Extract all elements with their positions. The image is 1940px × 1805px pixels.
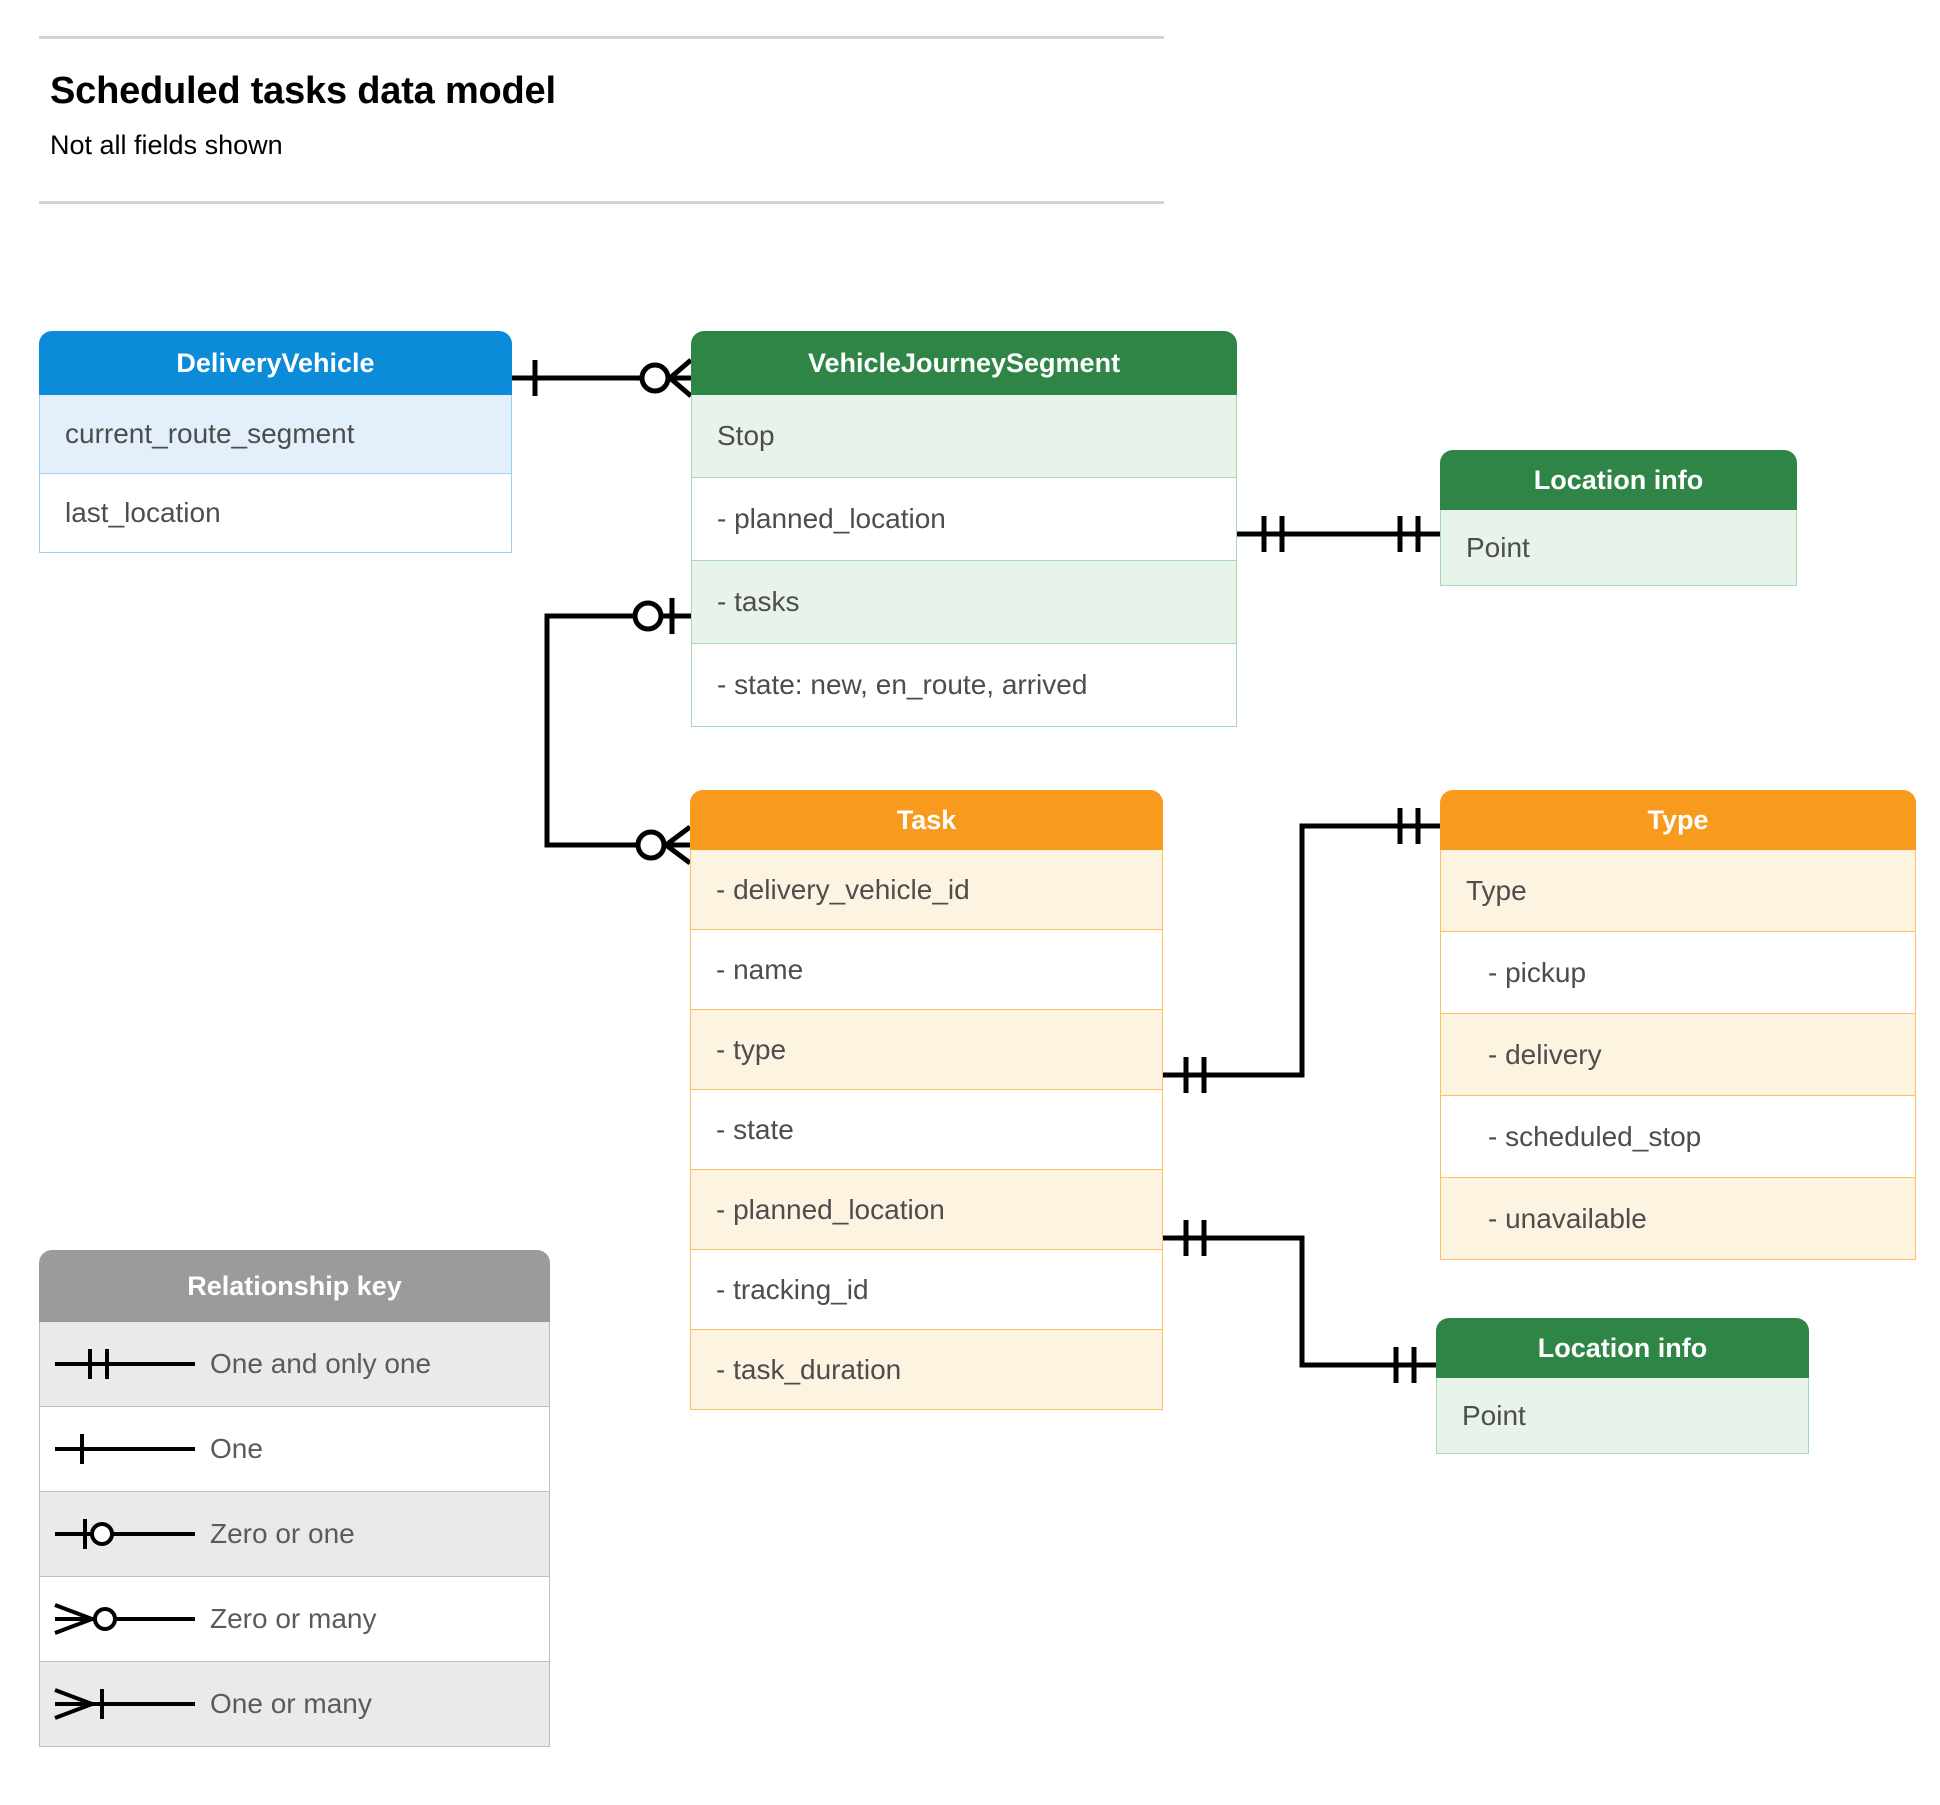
legend-item-label: One or many bbox=[210, 1688, 372, 1719]
entity-row: - state: new, en_route, arrived bbox=[691, 644, 1237, 727]
page-title: Scheduled tasks data model bbox=[50, 70, 556, 112]
legend-item-zero-or-one: Zero or one bbox=[39, 1492, 550, 1577]
legend-item-label: Zero or one bbox=[210, 1518, 355, 1549]
entity-row: - type bbox=[690, 1010, 1163, 1090]
entity-row: - unavailable bbox=[1440, 1178, 1916, 1260]
entity-row: - planned_location bbox=[690, 1170, 1163, 1250]
entity-row: Stop bbox=[691, 395, 1237, 478]
entity-title-location-info: Location info bbox=[1436, 1318, 1809, 1378]
entity-title-vehicle-journey-segment: VehicleJourneySegment bbox=[691, 331, 1237, 395]
entity-delivery-vehicle[interactable]: DeliveryVehicle current_route_segment la… bbox=[39, 331, 512, 553]
entity-row: - scheduled_stop bbox=[1440, 1096, 1916, 1178]
connector-task-plannedlocation-locationinfo bbox=[1163, 1220, 1436, 1383]
entity-location-info-bottom[interactable]: Location info Point bbox=[1436, 1318, 1809, 1454]
legend-item-zero-or-many: Zero or many bbox=[39, 1577, 550, 1662]
header-divider-top bbox=[39, 36, 1164, 39]
entity-row: - delivery_vehicle_id bbox=[690, 850, 1163, 930]
connector-task-type-type bbox=[1163, 808, 1440, 1093]
entity-title-location-info: Location info bbox=[1440, 450, 1797, 510]
one-or-many-icon bbox=[40, 1662, 210, 1746]
entity-row: - name bbox=[690, 930, 1163, 1010]
connector-deliveryvehicle-vjs bbox=[512, 358, 693, 398]
connector-vjs-tasks-task bbox=[544, 598, 692, 865]
entity-row: - planned_location bbox=[691, 478, 1237, 561]
legend-item-one-or-many: One or many bbox=[39, 1662, 550, 1747]
entity-row: - state bbox=[690, 1090, 1163, 1170]
entity-vehicle-journey-segment[interactable]: VehicleJourneySegment Stop - planned_loc… bbox=[691, 331, 1237, 727]
entity-row: Type bbox=[1440, 850, 1916, 932]
legend-title: Relationship key bbox=[39, 1250, 550, 1322]
entity-type[interactable]: Type Type - pickup - delivery - schedule… bbox=[1440, 790, 1916, 1260]
legend-relationship-key[interactable]: Relationship key One and only one bbox=[39, 1250, 550, 1747]
zero-or-one-icon bbox=[40, 1492, 210, 1576]
entity-row: last_location bbox=[39, 474, 512, 553]
entity-row: - tasks bbox=[691, 561, 1237, 644]
legend-item-label: Zero or many bbox=[210, 1603, 377, 1634]
legend-item-one-and-only-one: One and only one bbox=[39, 1322, 550, 1407]
entity-location-info-top[interactable]: Location info Point bbox=[1440, 450, 1797, 586]
entity-row: - delivery bbox=[1440, 1014, 1916, 1096]
entity-row: - tracking_id bbox=[690, 1250, 1163, 1330]
connector-vjs-plannedlocation-locationinfo bbox=[1237, 516, 1440, 552]
entity-row: - pickup bbox=[1440, 932, 1916, 1014]
header-divider-bottom bbox=[39, 201, 1164, 204]
legend-item-one: One bbox=[39, 1407, 550, 1492]
entity-title-task: Task bbox=[690, 790, 1163, 850]
entity-row: Point bbox=[1440, 510, 1797, 586]
entity-row: current_route_segment bbox=[39, 395, 512, 474]
entity-row: - task_duration bbox=[690, 1330, 1163, 1410]
legend-item-label: One bbox=[210, 1433, 263, 1464]
one-and-only-one-icon bbox=[40, 1322, 210, 1406]
entity-row: Point bbox=[1436, 1378, 1809, 1454]
zero-or-many-icon bbox=[40, 1577, 210, 1661]
legend-item-label: One and only one bbox=[210, 1348, 432, 1379]
entity-title-delivery-vehicle: DeliveryVehicle bbox=[39, 331, 512, 395]
page-subtitle: Not all fields shown bbox=[50, 130, 283, 160]
one-icon bbox=[40, 1407, 210, 1491]
entity-title-type: Type bbox=[1440, 790, 1916, 850]
entity-task[interactable]: Task - delivery_vehicle_id - name - type… bbox=[690, 790, 1163, 1410]
